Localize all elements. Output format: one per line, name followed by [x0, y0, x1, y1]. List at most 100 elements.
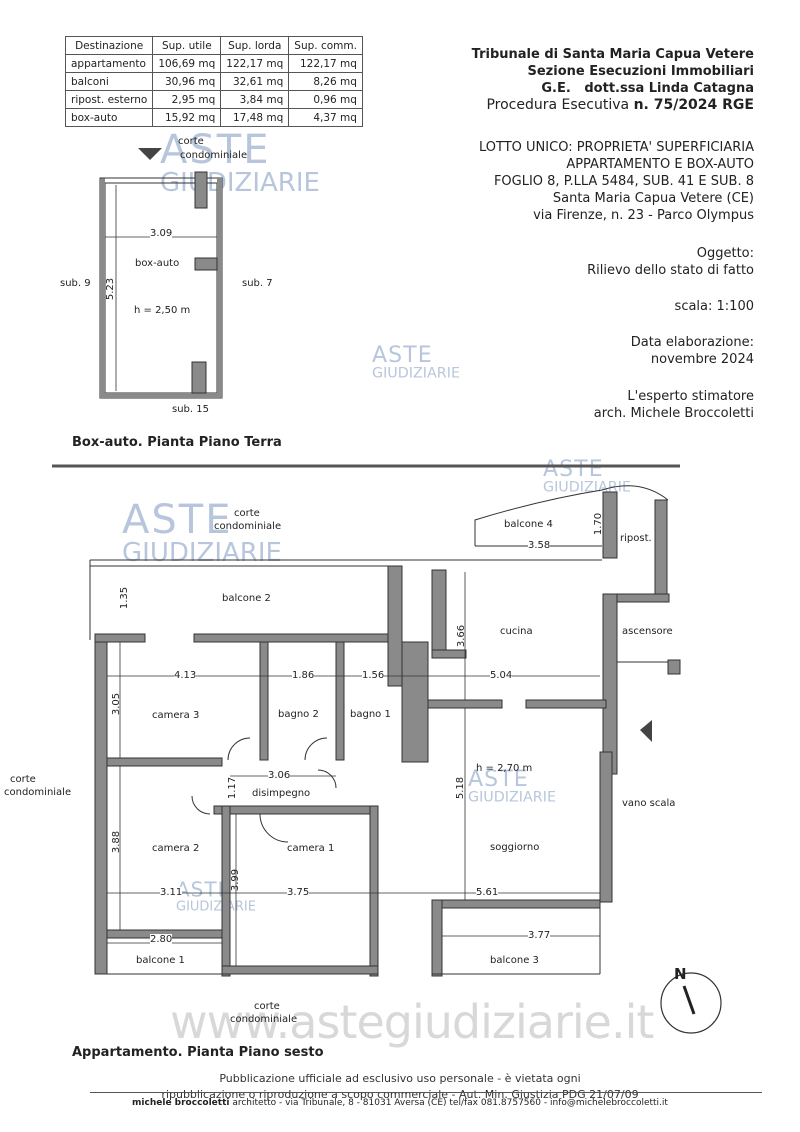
surface-table: Destinazione Sup. utile Sup. lorda Sup. …: [64, 36, 363, 127]
lotto-address: via Firenze, n. 23 - Parco Olympus: [533, 208, 754, 223]
table-cell: 106,69 mq: [152, 54, 222, 73]
sub9-label: sub. 9: [60, 278, 91, 289]
expert-name: arch. Michele Broccoletti: [593, 406, 754, 421]
apt-corte-bottom: corte: [254, 1001, 280, 1012]
table-row: box-auto 15,92 mq 17,48 mq 4,37 mq: [64, 108, 363, 127]
table-cell: appartamento: [64, 54, 154, 73]
expert-label: L'esperto stimatore: [627, 389, 754, 404]
table-row: balconi 30,96 mq 32,61 mq 8,26 mq: [64, 72, 363, 91]
box-width-dim: 3.09: [150, 228, 173, 240]
sub7-label: sub. 7: [242, 278, 273, 289]
room-ascensore: ascensore: [622, 626, 673, 637]
table-cell: ripost. esterno: [64, 90, 154, 109]
oggetto-value: Rilievo dello stato di fatto: [587, 263, 754, 278]
scale: scala: 1:100: [674, 299, 754, 314]
table-row: ripost. esterno 2,95 mq 3,84 mq 0,96 mq: [64, 90, 363, 109]
footer-divider: [90, 1092, 762, 1093]
dim-3-06: 3.06: [268, 770, 291, 782]
court-section: Sezione Esecuzioni Immobiliari: [527, 64, 755, 79]
box-depth-dim: 5.23: [105, 277, 117, 301]
lotto-cadastral: FOGLIO 8, P.LLA 5484, SUB. 41 E SUB. 8: [493, 174, 754, 189]
footer-contact: michele broccoletti architetto - via Tri…: [0, 1098, 800, 1108]
box-caption: Box-auto. Pianta Piano Terra: [72, 435, 282, 450]
room-bagno1: bagno 1: [350, 709, 391, 720]
room-ripost: ripost.: [620, 533, 652, 544]
dim-3-88: 3.88: [111, 830, 123, 854]
table-cell: 4,37 mq: [288, 108, 363, 127]
room-balcone1: balcone 1: [136, 955, 185, 966]
room-soggiorno: soggiorno: [490, 842, 540, 853]
site-watermark: www.astegiudiziarie.it: [170, 995, 654, 1049]
room-balcone3: balcone 3: [490, 955, 539, 966]
box-height-label: h = 2,50 m: [134, 305, 191, 316]
dim-4-13: 4.13: [174, 670, 197, 682]
box-plan: [99, 148, 223, 399]
date-value: novembre 2024: [650, 352, 754, 367]
table-cell: 15,92 mq: [152, 108, 222, 127]
section-marker-icon: [640, 720, 652, 742]
footer-author: michele broccoletti: [132, 1098, 230, 1108]
room-balcone2: balcone 2: [222, 593, 271, 604]
table-cell: box-auto: [64, 108, 154, 127]
soggiorno-height: h = 2,70 m: [476, 763, 533, 774]
lotto-type: APPARTAMENTO E BOX-AUTO: [566, 157, 754, 172]
sub15-label: sub. 15: [172, 404, 209, 415]
room-disimpegno: disimpegno: [252, 788, 311, 799]
apt-caption: Appartamento. Pianta Piano sesto: [72, 1045, 324, 1060]
dim-1-35: 1.35: [119, 586, 131, 610]
north-label: N: [674, 965, 687, 983]
apt-condominiale-top: condominiale: [214, 521, 282, 532]
dim-3-99: 3.99: [230, 868, 242, 892]
box-room-label: box-auto: [135, 258, 180, 269]
dim-3-77: 3.77: [528, 930, 551, 942]
room-vano-scala: vano scala: [622, 798, 676, 809]
box-corte-label: corte: [178, 136, 204, 147]
apt-corte-left: corte: [10, 774, 36, 785]
footer-address: architetto - via Tribunale, 8 - 81031 Av…: [229, 1098, 668, 1108]
oggetto-label: Oggetto:: [696, 246, 754, 261]
north-arrow-icon: [660, 972, 722, 1034]
dim-1-56: 1.56: [362, 670, 385, 682]
lotto-title: LOTTO UNICO: PROPRIETA' SUPERFICIARIA: [479, 140, 754, 155]
room-camera3: camera 3: [152, 710, 200, 721]
table-cell: balconi: [64, 72, 154, 91]
lotto-city: Santa Maria Capua Vetere (CE): [552, 191, 754, 206]
dim-3-05: 3.05: [111, 692, 123, 716]
dim-1-17: 1.17: [227, 776, 239, 800]
room-camera1: camera 1: [287, 843, 335, 854]
section-marker-icon: [138, 148, 162, 160]
apt-corte-top: corte: [234, 508, 260, 519]
date-label: Data elaborazione:: [630, 335, 754, 350]
court-name: Tribunale di Santa Maria Capua Vetere: [471, 47, 754, 62]
dim-5-04: 5.04: [490, 670, 513, 682]
footer-notice-2: ripubblicazione o riproduzione a scopo c…: [161, 1088, 639, 1101]
room-balcone4: balcone 4: [504, 519, 553, 530]
dim-5-18: 5.18: [455, 776, 467, 800]
procedure-number: n. 75/2024 RGE: [633, 97, 754, 113]
dim-3-58: 3.58: [528, 540, 551, 552]
footer-notice-1: Pubblicazione ufficiale ad esclusivo uso…: [219, 1072, 581, 1085]
dim-3-66: 3.66: [456, 624, 468, 648]
procedure-label: Procedura Esecutiva: [486, 97, 634, 113]
dim-2-80: 2.80: [150, 934, 173, 946]
dim-5-61: 5.61: [476, 887, 499, 899]
apt-condominiale-bottom: condominiale: [230, 1014, 298, 1025]
table-cell: 17,48 mq: [220, 108, 290, 127]
room-camera2: camera 2: [152, 843, 200, 854]
table-cell: 0,96 mq: [288, 90, 363, 109]
table-cell: 30,96 mq: [152, 72, 222, 91]
room-bagno2: bagno 2: [278, 709, 319, 720]
dim-1-86: 1.86: [292, 670, 315, 682]
judge-name: G.E. dott.ssa Linda Catagna: [541, 81, 754, 96]
procedure-line: Procedura Esecutiva n. 75/2024 RGE: [486, 97, 754, 114]
dim-3-75: 3.75: [287, 887, 310, 899]
apartment-plan: [89, 485, 681, 977]
dim-1-70: 1.70: [593, 512, 605, 536]
room-cucina: cucina: [500, 626, 533, 637]
dim-3-11: 3.11: [160, 887, 183, 899]
